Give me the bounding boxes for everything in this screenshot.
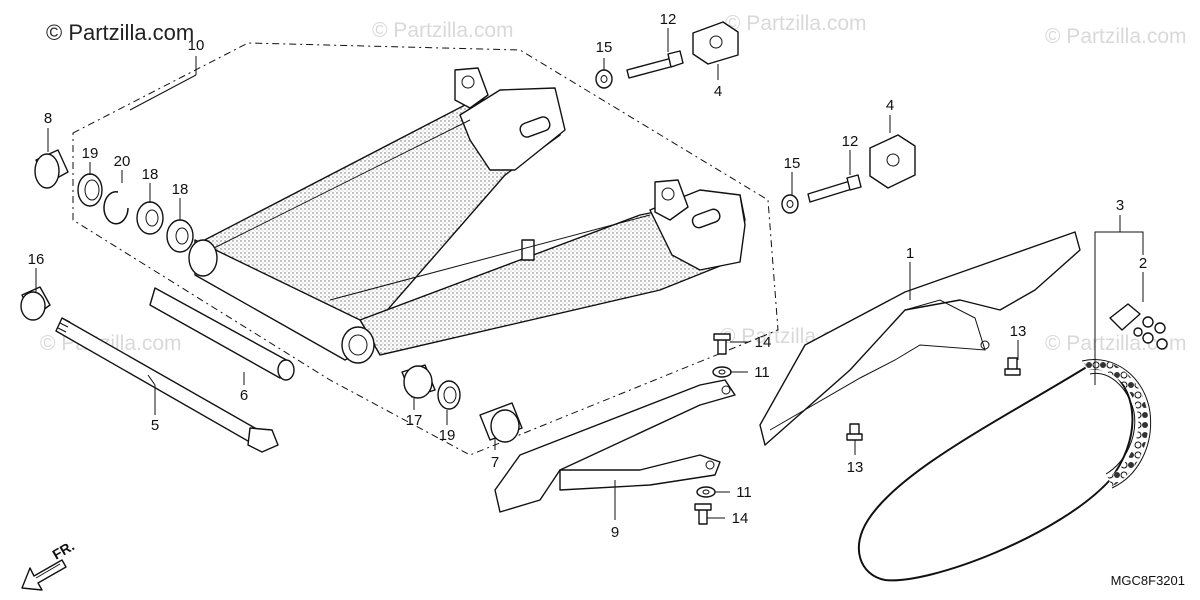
callout-5: 5 [151, 417, 159, 434]
part-11-washer-lower [696, 486, 716, 498]
part-14-bolt-upper [713, 333, 731, 355]
part-19-seal-upper [77, 173, 103, 207]
callout-19-upper: 19 [82, 145, 99, 162]
callout-15-upper: 15 [596, 39, 613, 56]
callout-4-upper: 4 [714, 83, 722, 100]
callout-11-upper: 11 [754, 364, 770, 381]
callout-6: 6 [240, 387, 248, 404]
swingarm-assembly-boundary [72, 42, 779, 456]
part-12-adjusting-bolt-lower [807, 174, 862, 203]
diagram-code: MGC8F3201 [1111, 573, 1185, 588]
part-12-adjusting-bolt-upper [626, 50, 684, 79]
part-9-chain-slider [494, 379, 736, 513]
copyright-label: © Partzilla.com [46, 20, 194, 45]
callout-16: 16 [28, 251, 45, 268]
callout-12-lower: 12 [842, 133, 859, 150]
callout-4-lower: 4 [886, 97, 894, 114]
part-11-washer-upper [712, 366, 732, 378]
front-indicator-label: FR. [50, 537, 78, 562]
drive-chain [858, 359, 1152, 582]
callout-13-lower: 13 [847, 459, 864, 476]
front-direction-arrow-icon [21, 559, 67, 591]
part-2-master-link-kit [1109, 303, 1168, 350]
part-18-bearing-b [166, 219, 194, 253]
part-18-bearing-a [136, 201, 164, 235]
part-4-adjuster-stopper-upper [692, 21, 739, 65]
part-1-drive-chain-case [759, 231, 1081, 446]
swingarm [188, 67, 746, 364]
part-4-adjuster-stopper-lower [869, 134, 916, 189]
watermark: © Partzilla.com [1045, 25, 1187, 48]
callout-18-b: 18 [172, 181, 189, 198]
callout-14-lower: 14 [732, 510, 749, 527]
callout-1: 1 [906, 245, 914, 262]
callout-18-a: 18 [142, 166, 159, 183]
callout-11-lower: 11 [736, 484, 752, 501]
part-5-pivot-bolt [55, 317, 279, 453]
callout-3: 3 [1116, 197, 1124, 214]
callout-12-upper: 12 [660, 11, 677, 28]
callout-7: 7 [491, 454, 499, 471]
callout-20: 20 [114, 153, 131, 170]
part-20-circlip [103, 191, 129, 225]
part-15-nut-upper [595, 69, 613, 89]
callout-17: 17 [406, 412, 423, 429]
callout-9: 9 [611, 524, 619, 541]
part-15-nut-lower [781, 194, 799, 214]
watermark: © Partzilla.com [725, 12, 867, 35]
callout-10: 10 [188, 37, 205, 54]
callout-13-upper: 13 [1010, 323, 1027, 340]
part-13-bolt-lower [846, 423, 863, 441]
part-14-bolt-lower [694, 503, 712, 525]
callout-2: 2 [1139, 255, 1147, 272]
part-19-seal-lower [437, 380, 461, 410]
callout-19-lower: 19 [439, 427, 456, 444]
leader-lines [35, 28, 1144, 520]
part-7-bushing [479, 402, 523, 443]
part-17-needle-bearing [401, 364, 436, 399]
part-6-pivot-collar [149, 287, 295, 381]
callout-8: 8 [44, 110, 52, 127]
part-13-bolt-upper [1004, 357, 1021, 376]
watermark: © Partzilla.com [372, 19, 514, 42]
part-8-collar [34, 149, 69, 189]
callout-15-lower: 15 [784, 155, 801, 172]
part-16-pivot-nut [20, 286, 51, 321]
callout-14-upper: 14 [755, 334, 772, 351]
